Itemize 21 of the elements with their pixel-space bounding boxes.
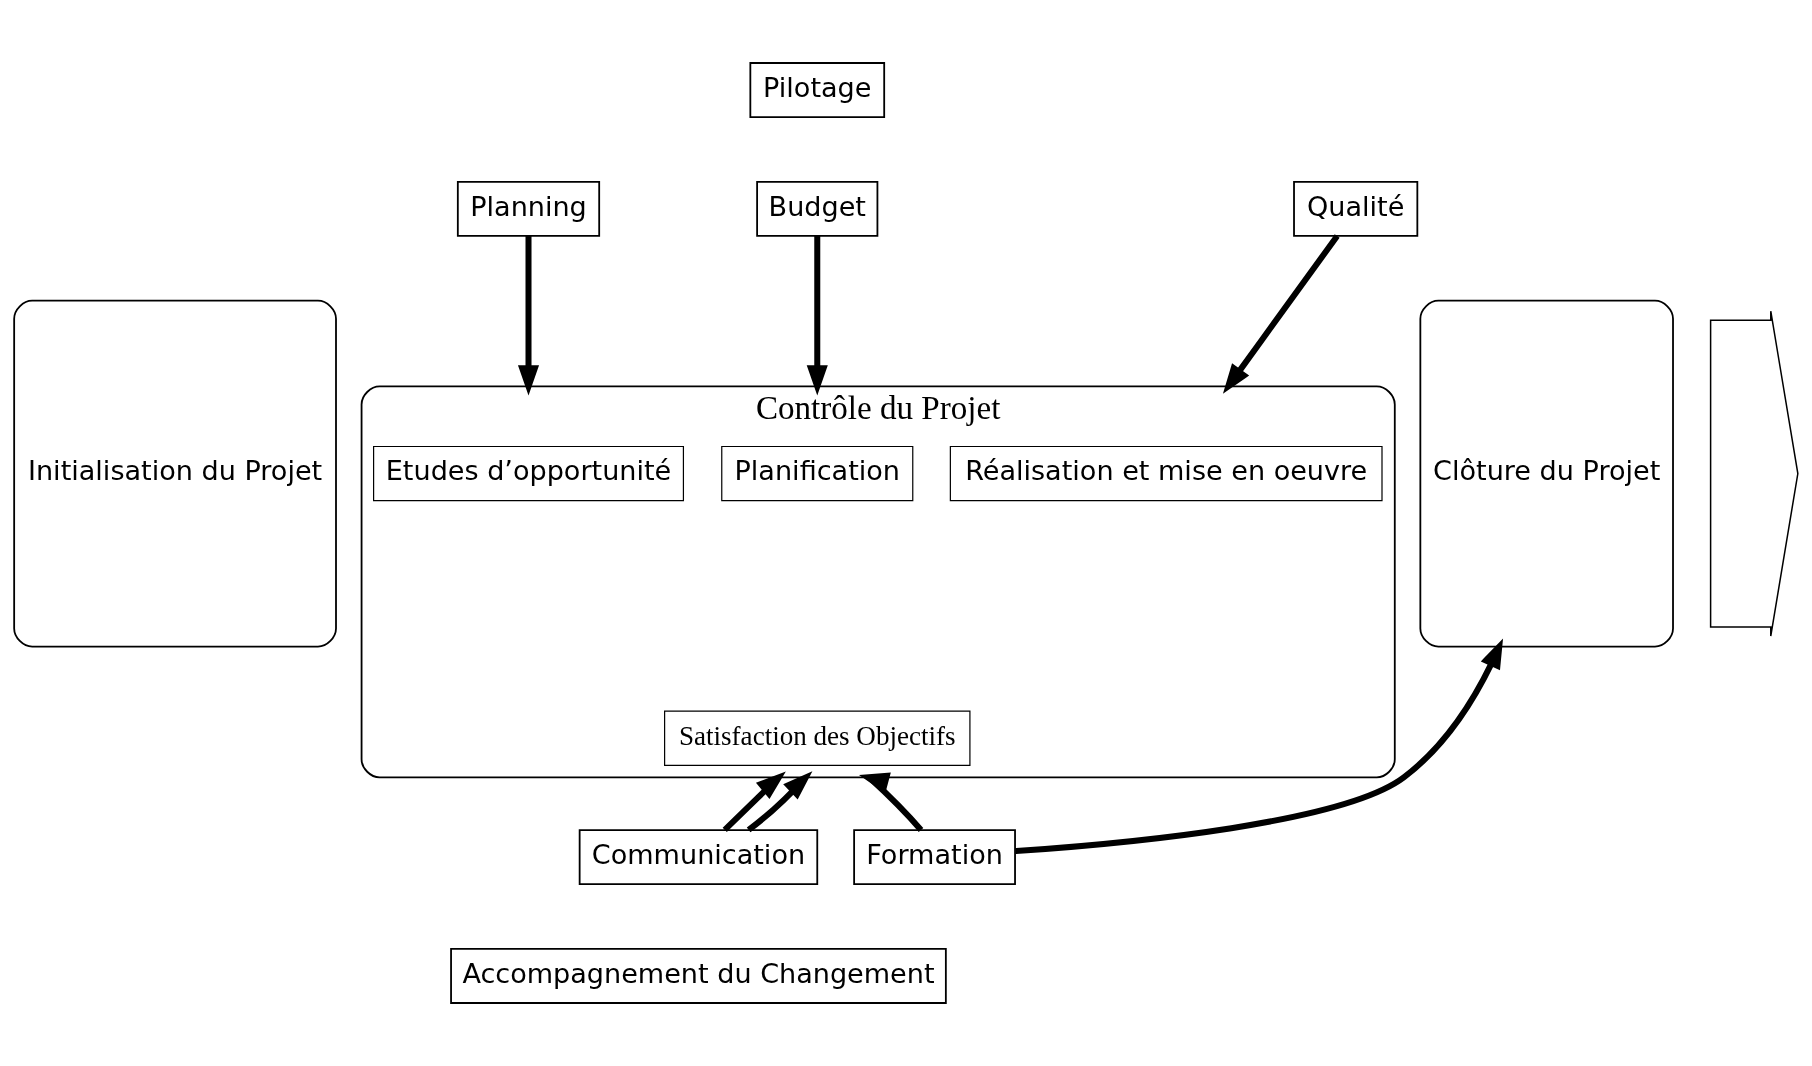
node-box: Pilotage xyxy=(749,62,886,119)
node-box: Réalisation et mise en oeuvre xyxy=(949,445,1383,502)
arrow xyxy=(517,235,540,396)
arrow xyxy=(722,771,786,833)
arrow xyxy=(806,235,828,396)
node-box: Formation xyxy=(853,829,1016,886)
node-box: Planification xyxy=(721,445,914,502)
node-box: Etudes d’opportunité xyxy=(373,445,684,502)
arrow xyxy=(1222,234,1340,394)
arrow xyxy=(746,771,813,833)
arrow xyxy=(858,772,924,832)
node-box: Initialisation du Projet xyxy=(13,299,337,648)
node-box: Clôture du Projet xyxy=(1419,299,1674,648)
node-box: Satisfaction des Objectifs xyxy=(664,710,971,766)
node-arrow xyxy=(1709,310,1799,637)
node-box: Communication xyxy=(578,829,819,886)
node-box: Qualité xyxy=(1293,180,1419,237)
node-box: Planning xyxy=(456,180,601,237)
arrow xyxy=(1015,638,1504,855)
node-box: Budget xyxy=(756,180,879,237)
node-box: Accompagnement du Changement xyxy=(450,947,947,1004)
